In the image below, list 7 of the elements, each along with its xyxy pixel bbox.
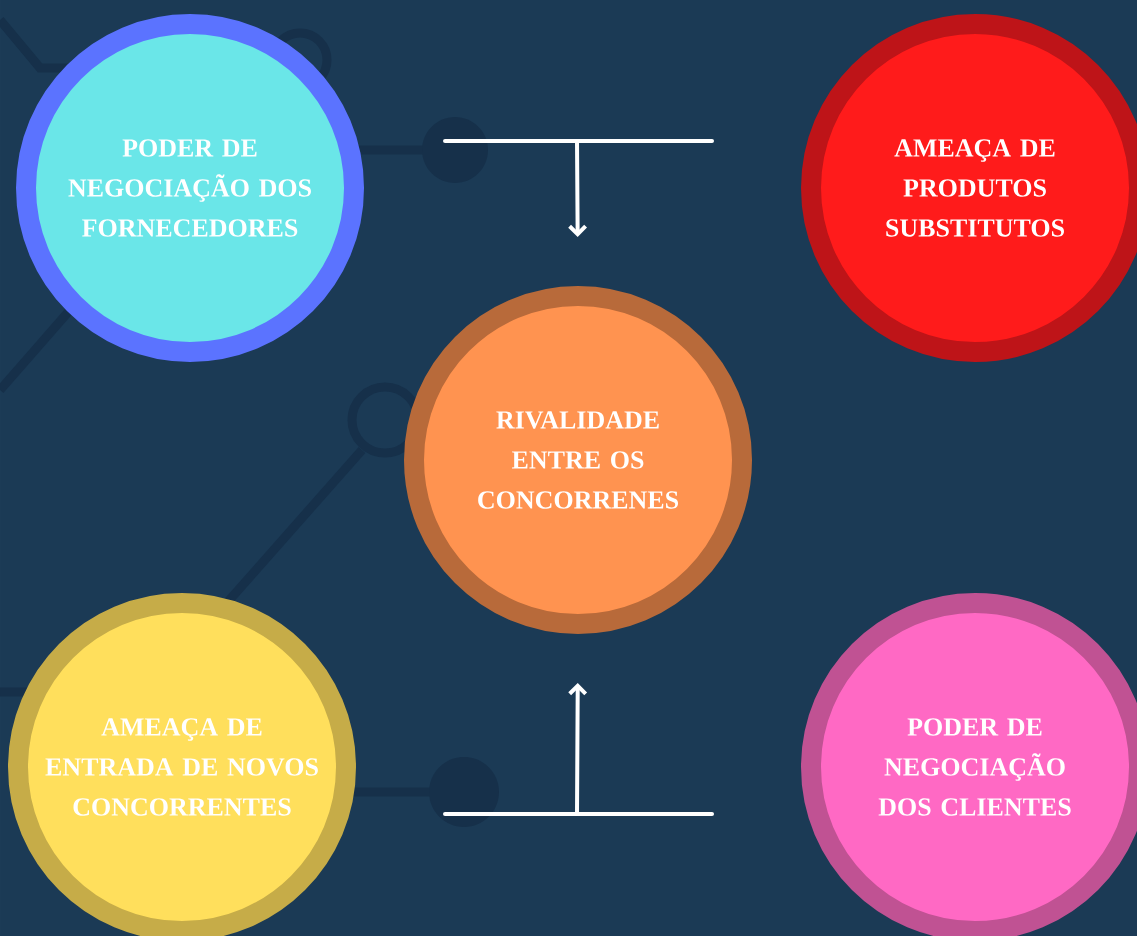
circle-node: AMEAÇA DE PRODUTOS SUBSTITUTOS <box>801 14 1137 362</box>
arrow <box>443 683 714 816</box>
circle-node: AMEAÇA DE ENTRADA DE NOVOS CONCORRENTES <box>8 593 356 936</box>
arrow <box>443 139 714 237</box>
circle-node: PODER DE NEGOCIAÇÃO DOS FORNECEDORES <box>16 14 364 362</box>
circle-node: PODER DE NEGOCIAÇÃO DOS CLIENTES <box>801 593 1137 936</box>
circle-node: RIVALIDADE ENTRE OS CONCORRENES <box>404 286 752 634</box>
